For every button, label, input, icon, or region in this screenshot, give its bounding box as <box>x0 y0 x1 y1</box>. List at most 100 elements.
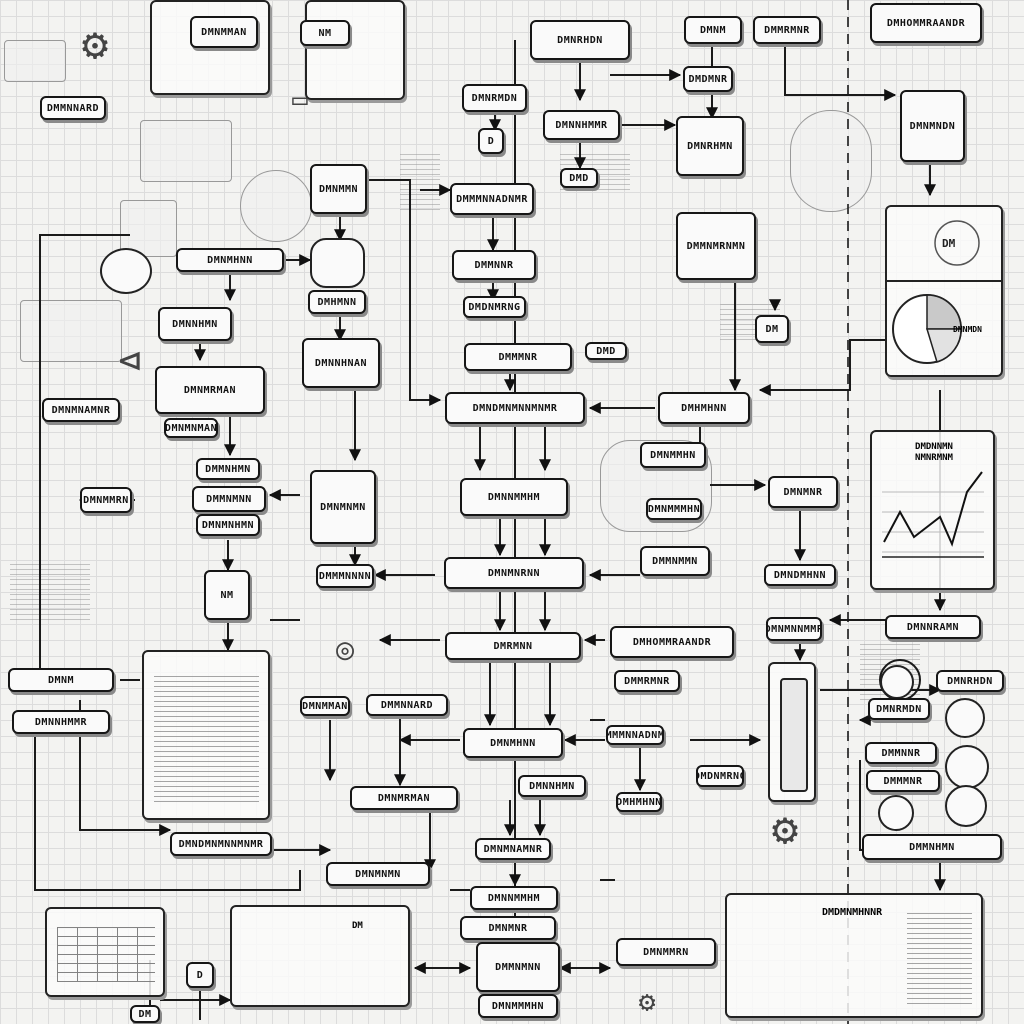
background-sketch <box>240 170 312 242</box>
sketch-panel: DM <box>230 905 410 1007</box>
diagram-node: DMMMNNADNMR <box>450 183 534 215</box>
diagram-node: DMMNNARD <box>40 96 106 120</box>
diagram-node: DMNMNRNN <box>444 557 584 589</box>
diagram-node: DMNMNAMNR <box>475 838 551 860</box>
diagram-node: DMMNMNN <box>476 942 560 992</box>
diagram-node: DM <box>755 315 789 343</box>
diagram-node: DMNMHNN <box>176 248 284 272</box>
diagram-node: NM <box>204 570 250 620</box>
diagram-node: DMMMNNADNMR <box>606 725 664 745</box>
diagram-node: DMNNHMN <box>158 307 232 341</box>
diagram-node: DMMNMMN <box>640 546 710 576</box>
diagram-node: DMNMNMN <box>310 470 376 544</box>
report-panel: DMDMNMHNNR <box>725 893 983 1018</box>
rounded-symbol <box>310 238 365 288</box>
diagram-node: DMMMNNNN <box>316 564 374 588</box>
diagram-node: DMMRMNR <box>753 16 821 44</box>
gear-icon: ⚙ <box>81 19 109 70</box>
circle-symbol <box>945 698 985 738</box>
diagram-node: DMHMHNN <box>616 792 662 812</box>
gear-icon: ⚙ <box>771 804 799 855</box>
diagram-node: DMNMRMAN <box>155 366 265 414</box>
diagram-node: DMMMNR <box>866 770 940 792</box>
diagram-node: DMNMMHN <box>640 442 706 468</box>
table-grid <box>57 927 155 982</box>
diagram-node: DMNRHDN <box>530 20 630 60</box>
diagram-node: DMD <box>585 342 627 360</box>
diagram-node: DMNMMN <box>310 164 367 214</box>
svg-text:DM: DM <box>942 237 956 250</box>
circle-symbol <box>880 665 914 699</box>
diagram-node: DMNM <box>684 16 742 44</box>
diagram-node: DMNMNMAN <box>164 418 218 438</box>
diagram-node: DMMNNR <box>452 250 536 280</box>
diagram-node: DMRMNN <box>445 632 581 660</box>
form-panel <box>142 650 270 820</box>
diagram-node: DMNMNR <box>768 476 838 508</box>
diagram-node: DMNMNAMNR <box>42 398 120 422</box>
diagram-node: DMNDMNMNNMNMR <box>170 832 272 856</box>
report-list-lines <box>907 909 972 1004</box>
diagram-node: DMDMNR <box>683 66 733 92</box>
pie-chart-icon: DM <box>887 220 1001 364</box>
diagram-node: DMNMMRN <box>616 938 716 966</box>
diagram-node: DMMNNR <box>865 742 937 764</box>
diagram-node: DMNMNR <box>460 916 556 940</box>
diagram-node: DMNMNNMMR <box>766 617 822 641</box>
diagram-node: NM <box>300 20 350 46</box>
diagram-node: DMNMMAN <box>190 16 258 48</box>
diagram-node: DMNMNHMN <box>196 514 260 536</box>
diagram-node: DMNMRMAN <box>350 786 458 810</box>
table-panel <box>45 907 165 997</box>
diagram-node: D <box>186 962 214 988</box>
diagram-node: DMNDMHNN <box>764 564 836 586</box>
diagram-node: DMMMNR <box>464 343 572 371</box>
diagram-node: DMMNNARD <box>366 694 448 716</box>
diagram-node: DMNMMMHN <box>646 498 702 520</box>
diagram-node: DMHMNN <box>308 290 366 314</box>
circle-symbol <box>878 795 914 831</box>
gear-icon: ⚙ <box>638 985 656 1018</box>
monitor-icon: ▭ <box>292 85 308 115</box>
diagram-node: DMNRMDN <box>462 84 527 112</box>
diagram-node: DMNNHMMR <box>543 110 620 140</box>
diagram-node: DMHMHNN <box>658 392 750 424</box>
diagram-node: DMNM <box>8 668 114 692</box>
sketch-panel-label: DM <box>352 921 363 931</box>
device-panel <box>768 662 816 802</box>
diagram-node: DMNNRAMN <box>885 615 981 639</box>
background-sketch <box>140 120 232 182</box>
background-sketch <box>20 300 122 362</box>
diagram-node: DMNMMMHN <box>478 994 558 1018</box>
diagram-node: DM <box>130 1005 160 1023</box>
diagram-node: DMNMMRN <box>80 487 132 513</box>
diagram-panel <box>305 0 405 100</box>
diagram-node: DMD <box>560 168 598 188</box>
diagram-node: DMDNMRNG <box>463 296 526 318</box>
diagram-node: DMNRHMN <box>676 116 744 176</box>
diagram-node: DMNNHMN <box>518 775 586 797</box>
diagram-node: DMDNMRNG <box>696 765 744 787</box>
device-icon <box>780 678 808 792</box>
diagram-node: DMNNMMHM <box>460 478 568 516</box>
circle-symbol <box>945 745 989 789</box>
diagram-node: DMNNHMMR <box>12 710 110 734</box>
projector-icon: ⊲ <box>118 338 142 382</box>
diagram-node: DMHOMMRAANDR <box>870 3 982 43</box>
diagram-node: DMNMNMN <box>326 862 430 886</box>
diagram-node: DMMNMNN <box>192 486 266 512</box>
diagram-node: DMNDMNMNNMNMR <box>445 392 585 424</box>
line-chart-panel: DMDNNMN NMNRMNM <box>870 430 995 590</box>
diagram-node: DMMRMNR <box>614 670 680 692</box>
diagram-node: DMNNHNAN <box>302 338 380 388</box>
pie-caption: DMNMDN <box>953 325 982 334</box>
report-title: DMDMNMHNNR <box>822 907 883 918</box>
diagram-node: DMNMMAN <box>300 696 350 716</box>
chart-title: DMDNNMN NMNRMNM <box>915 442 953 463</box>
background-sketch <box>4 40 66 82</box>
diagram-node: DMNRMDN <box>868 698 930 720</box>
diagram-node: DMHOMMRAANDR <box>610 626 734 658</box>
diagram-node: D <box>478 128 504 154</box>
line-chart-icon <box>882 471 984 558</box>
background-hatch <box>10 560 90 620</box>
